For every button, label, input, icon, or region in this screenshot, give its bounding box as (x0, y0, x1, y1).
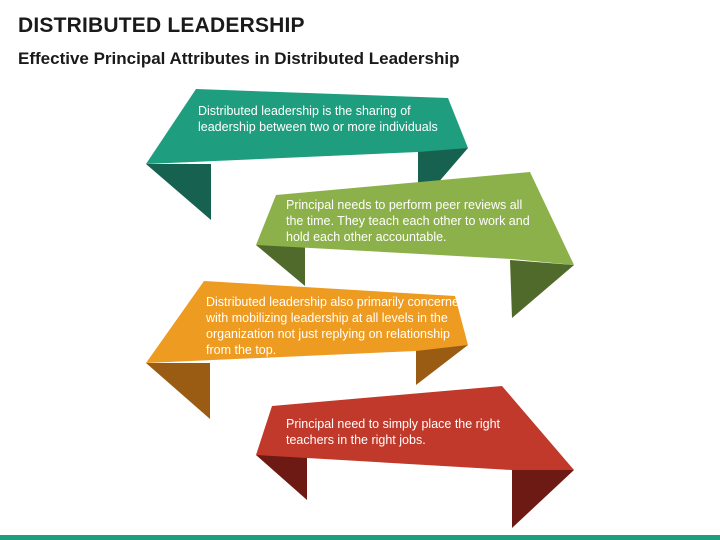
footer-bar (0, 535, 720, 540)
banner-1-text: Distributed leadership is the sharing of… (198, 104, 438, 134)
banner-1-fold-left (146, 164, 211, 220)
banner-1-body (146, 89, 468, 164)
banner-4 (256, 386, 574, 528)
banner-3-body (146, 281, 468, 363)
banner-4-text: Principal need to simply place the right… (286, 417, 501, 447)
banner-3-fold-left (146, 363, 210, 419)
banner-1 (146, 89, 468, 220)
banner-2-body (256, 172, 574, 265)
banner-4-fold-right (512, 470, 574, 528)
banner-3 (146, 281, 468, 419)
banner-4-body (256, 386, 574, 470)
page-title: DISTRIBUTED LEADERSHIP (18, 14, 305, 37)
banner-2 (256, 172, 574, 318)
banner-2-fold-right (510, 260, 574, 318)
banner-4-fold-left (256, 455, 307, 500)
page-subtitle: Effective Principal Attributes in Distri… (18, 49, 460, 68)
banner-3-fold-right (416, 345, 468, 385)
banner-2-text: Principal needs to perform peer reviews … (286, 198, 530, 244)
banner-3-text: Distributed leadership also primarily co… (206, 295, 466, 357)
banner-2-fold-left (256, 245, 305, 286)
